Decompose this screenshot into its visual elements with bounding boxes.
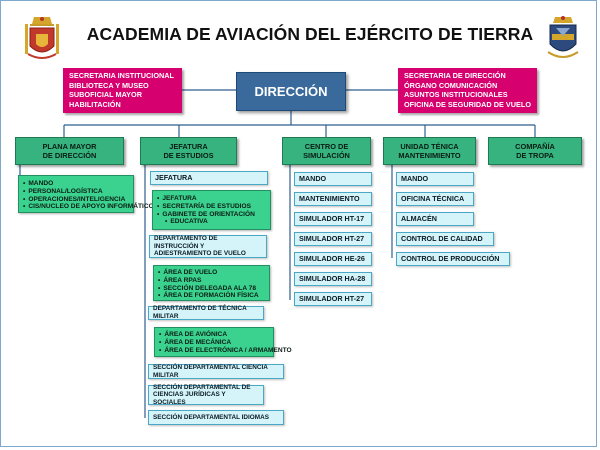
plana-item: PERSONAL/LOGÍSTICA bbox=[23, 188, 133, 196]
jefatura-item: EDUCATIVA bbox=[157, 218, 270, 226]
plana-item: CIS/NUCLEO DE APOYO INFORMÁTICO bbox=[23, 203, 153, 211]
plana-item: MANDO bbox=[23, 180, 133, 188]
seccion-juridicas-line: SECCIÓN DEPARTAMENTAL DE bbox=[153, 383, 251, 391]
unit-label-line: MANTENIMIENTO bbox=[398, 151, 461, 160]
unit-label-line: DE TROPA bbox=[516, 151, 554, 160]
plana-items-box: MANDO PERSONAL/LOGÍSTICA OPERACIONES/INT… bbox=[18, 175, 154, 213]
unit-label-line: COMPAÑÍA bbox=[515, 142, 555, 151]
unit-label-line: PLANA MAYOR bbox=[42, 142, 97, 151]
jefatura-label-box: JEFATURA bbox=[150, 171, 268, 185]
centro-item-simulador-ha28: SIMULADOR HA-28 bbox=[294, 272, 372, 286]
unit-label-line: JEFATURA bbox=[169, 142, 208, 151]
page-title: ACADEMIA DE AVIACIÓN DEL EJÉRCITO DE TIE… bbox=[86, 24, 534, 44]
unidad-item-oficina-tecnica: OFICINA TÉCNICA bbox=[396, 192, 474, 206]
unit-plana-mayor: PLANA MAYOR DE DIRECCIÓN bbox=[15, 137, 124, 165]
instruccion-item: ÁREA DE FORMACIÓN FÍSICA bbox=[158, 292, 269, 300]
centro-item-simulador-ht17: SIMULADOR HT-17 bbox=[294, 212, 372, 226]
centro-item-mando: MANDO bbox=[294, 172, 372, 186]
staff-right-line: ÓRGANO COMUNICACIÓN bbox=[404, 80, 498, 90]
seccion-ciencia-box: SECCIÓN DEPARTAMENTAL CIENCIA MILITAR bbox=[148, 364, 284, 379]
centro-item-mantenimiento: MANTENIMIENTO bbox=[294, 192, 372, 206]
centro-item-simulador-he26: SIMULADOR HE-26 bbox=[294, 252, 372, 266]
centro-item-simulador-ht27-2: SIMULADOR HT-27 bbox=[294, 292, 372, 306]
unidad-item-almacen: ALMACÉN bbox=[396, 212, 474, 226]
dept-instruccion-box: DEPARTAMENTO DE INSTRUCCIÓN Y ADIESTRAMI… bbox=[149, 235, 267, 258]
seccion-juridicas-line: CIENCIAS JURÍDICAS Y SOCIALES bbox=[153, 391, 226, 406]
army-crest-icon bbox=[25, 17, 59, 59]
unit-label-line: UNIDAD TÉNICA bbox=[400, 142, 459, 151]
staff-left-line: SECRETARIA INSTITUCIONAL bbox=[69, 71, 174, 80]
jefatura-item: GABINETE DE ORIENTACIÓN bbox=[157, 211, 270, 219]
staff-box-right: SECRETARIA DE DIRECCIÓN ÓRGANO COMUNICAC… bbox=[398, 68, 537, 113]
unit-centro-simulacion: CENTRO DE SIMULACIÓN bbox=[282, 137, 371, 165]
tecnica-item: ÁREA DE AVIÓNICA bbox=[159, 331, 273, 339]
seccion-idiomas-box: SECCIÓN DEPARTAMENTAL IDIOMAS bbox=[148, 410, 284, 425]
plana-item: OPERACIONES/INTELIGENCIA bbox=[23, 196, 133, 204]
instruccion-item: ÁREA DE VUELO bbox=[158, 269, 269, 277]
unit-label-line: DE ESTUDIOS bbox=[163, 151, 214, 160]
staff-box-left: SECRETARIA INSTITUCIONAL BIBLIOTECA Y MU… bbox=[63, 68, 182, 113]
unit-tecnica-mantenimiento: UNIDAD TÉNICA MANTENIMIENTO bbox=[383, 137, 476, 165]
dept-instruccion-line: DEPARTAMENTO DE INSTRUCCIÓN Y bbox=[154, 235, 218, 250]
staff-right-line: ASUNTOS INSTITUCIONALES bbox=[404, 90, 508, 100]
instruccion-item: ÁREA RPAS bbox=[158, 277, 269, 285]
staff-right-line: SECRETARIA DE DIRECCIÓN bbox=[404, 71, 506, 80]
unit-jefatura-estudios: JEFATURA DE ESTUDIOS bbox=[140, 137, 237, 165]
unidad-item-control-produccion: CONTROL DE PRODUCCIÓN bbox=[396, 252, 510, 266]
staff-left-line: BIBLIOTECA Y MUSEO bbox=[69, 80, 149, 90]
unit-compania-tropa: COMPAÑÍA DE TROPA bbox=[488, 137, 582, 165]
direction-box: DIRECCIÓN bbox=[236, 72, 346, 111]
tecnica-item: ÁREA DE MECÁNICA bbox=[159, 339, 273, 347]
jefatura-item: JEFATURA bbox=[157, 195, 270, 203]
instruccion-items-box: ÁREA DE VUELO ÁREA RPAS SECCIÓN DELEGADA… bbox=[153, 265, 270, 301]
centro-item-simulador-ht27: SIMULADOR HT-27 bbox=[294, 232, 372, 246]
unidad-item-mando: MANDO bbox=[396, 172, 474, 186]
unit-label-line: SIMULACIÓN bbox=[303, 151, 350, 160]
jefatura-item: SECRETARÍA DE ESTUDIOS bbox=[157, 203, 270, 211]
unidad-item-control-calidad: CONTROL DE CALIDAD bbox=[396, 232, 494, 246]
dept-instruccion-line: ADIESTRAMIENTO DE VUELO bbox=[154, 250, 246, 258]
dept-tecnica-box: DEPARTAMENTO DE TÉCNICA MILITAR bbox=[148, 305, 264, 320]
jefatura-items-box: JEFATURA SECRETARÍA DE ESTUDIOS GABINETE… bbox=[152, 190, 271, 230]
staff-left-line: SUBOFICIAL MAYOR bbox=[69, 90, 142, 100]
unit-label-line: DE DIRECCIÓN bbox=[42, 151, 97, 160]
tecnica-item: ÁREA DE ELECTRÓNICA / ARMAMENTO bbox=[159, 347, 291, 355]
aviation-crest-icon bbox=[547, 16, 579, 58]
tecnica-items-box: ÁREA DE AVIÓNICA ÁREA DE MECÁNICA ÁREA D… bbox=[154, 327, 292, 357]
staff-left-line: HABILITACIÓN bbox=[69, 99, 121, 109]
staff-right-line: OFICINA DE SEGURIDAD DE VUELO bbox=[404, 99, 532, 109]
instruccion-item: SECCIÓN DELEGADA ALA 78 bbox=[158, 285, 269, 293]
unit-label-line: CENTRO DE bbox=[304, 142, 349, 151]
seccion-juridicas-box: SECCIÓN DEPARTAMENTAL DE CIENCIAS JURÍDI… bbox=[148, 383, 264, 406]
